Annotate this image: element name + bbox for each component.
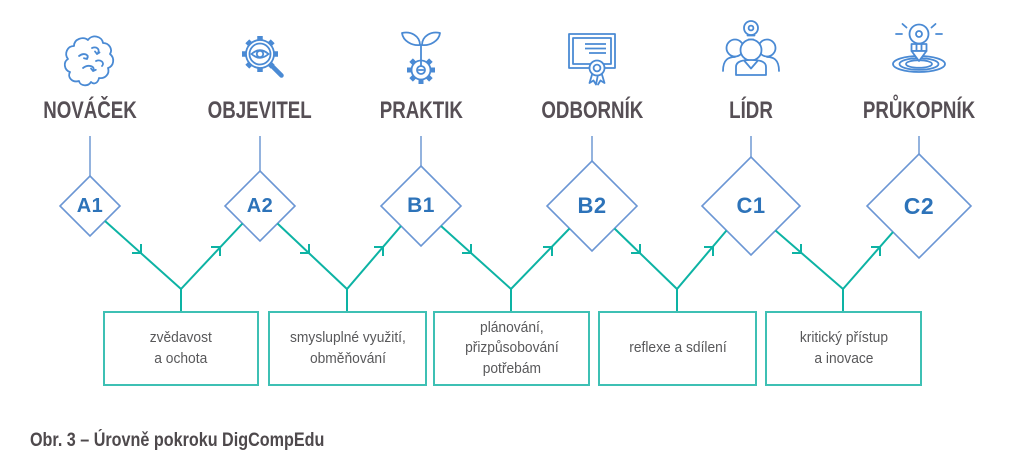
diamond-a1 [58, 174, 122, 238]
diamond-c1 [700, 155, 802, 257]
diamond-code-b1: B1 [407, 194, 435, 217]
diamond-b2 [545, 159, 639, 253]
lightbulb-landing-icon [882, 12, 956, 90]
level-column-b2: ODBORNÍK [507, 12, 677, 125]
transition-box-5: kritický přístup a inovace [765, 311, 922, 386]
transition-box-4: reflexe a sdílení [598, 311, 757, 386]
certificate-icon [561, 12, 623, 90]
level-column-a2: OBJEVITEL [175, 12, 345, 125]
figure-caption: Obr. 3 – Úrovně pokroku DigCompEdu [30, 430, 325, 451]
diamond-c2 [865, 152, 973, 260]
transition-box-2: smysluplné využití, obměňování [268, 311, 427, 386]
level-column-a1: NOVÁČEK [5, 12, 175, 125]
transition-box-5-label: kritický přístup a inovace [799, 329, 888, 367]
level-column-b1: PRAKTIK [336, 12, 506, 125]
diamond-code-a1: A1 [76, 194, 104, 217]
transition-box-1: zvědavost a ochota [103, 311, 259, 386]
diamond-code-c2: C2 [903, 192, 935, 219]
diamond-code-c1: C1 [736, 193, 766, 218]
brain-icon [59, 12, 121, 90]
label-to-diamond-stems [89, 136, 920, 176]
level-name-a2: OBJEVITEL [207, 97, 313, 124]
sprout-gear-icon [390, 12, 452, 90]
transition-box-4-label: reflexe a sdílení [628, 339, 727, 357]
direction-arrowheads [132, 244, 881, 256]
level-name-c1: LÍDR [729, 97, 773, 124]
diamond-b1 [379, 164, 463, 248]
level-name-b2: ODBORNÍK [541, 97, 643, 124]
level-name-b1: PRAKTIK [379, 97, 463, 124]
diamond-code-b2: B2 [577, 193, 607, 218]
transition-box-1-label: zvědavost a ochota [149, 329, 213, 367]
gear-eye-magnifier-icon [229, 12, 291, 90]
team-lightbulb-icon [714, 12, 788, 90]
transition-box-3-label: plánování, přizpůsobování potřebám [464, 319, 559, 377]
level-column-c1: LÍDR [666, 12, 836, 125]
level-diamonds [58, 152, 973, 260]
transition-box-2-label: smysluplné využití, obměňování [289, 329, 406, 367]
diamond-code-a2: A2 [246, 194, 274, 217]
level-name-a1: NOVÁČEK [43, 97, 137, 124]
level-column-c2: PRŮKOPNÍK [834, 12, 1004, 125]
transition-box-3: plánování, přizpůsobování potřebám [433, 311, 590, 386]
level-name-c2: PRŮKOPNÍK [862, 97, 976, 124]
diamond-a2 [223, 169, 297, 243]
